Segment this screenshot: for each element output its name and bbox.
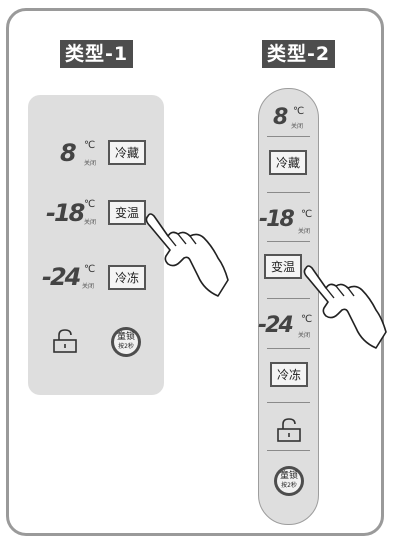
type1-freezer-off-label: 关闭 [82, 283, 95, 290]
type2-divider [267, 241, 310, 242]
type2-variable-temp-unit: ℃ [301, 209, 313, 220]
type1-freezer-button[interactable]: 冷冻 [108, 265, 146, 290]
type1-freezer-temp-unit: ℃ [84, 264, 96, 275]
type1-fridge-off-label: 关闭 [84, 160, 97, 167]
type2-divider [267, 450, 310, 451]
type2-child-lock-label: 童锁 [279, 471, 298, 481]
type2-freezer-button[interactable]: 冷冻 [270, 362, 308, 387]
type2-variable-off-label: 关闭 [298, 228, 311, 235]
type2-divider [267, 348, 310, 349]
type1-fridge-temp-display: 8 [60, 139, 77, 167]
type2-freezer-off-label: 关闭 [298, 332, 311, 339]
type2-freezer-button-label: 冷冻 [276, 368, 301, 382]
type2-fridge-temp-display: 8 [273, 105, 289, 130]
type2-variable-button-label: 变温 [270, 260, 295, 274]
type2-freezer-temp-unit: ℃ [301, 314, 313, 325]
type1-variable-off-label: 关闭 [84, 219, 97, 226]
type1-child-lock-button[interactable]: 童锁 按2秒 [111, 327, 141, 357]
type2-padlock-icon [277, 418, 301, 442]
type1-child-lock-hint: 按2秒 [118, 343, 134, 350]
type2-fridge-button-label: 冷藏 [275, 156, 300, 170]
type2-child-lock-hint: 按2秒 [281, 482, 297, 489]
type2-divider [267, 298, 310, 299]
type1-fridge-temp-unit: ℃ [84, 140, 96, 151]
type1-variable-temp-unit: ℃ [84, 199, 96, 210]
type2-fridge-temp-unit: ℃ [293, 106, 305, 117]
type1-freezer-temp-display: -24 [42, 263, 81, 291]
type2-divider [267, 192, 310, 193]
type1-child-lock-label: 童锁 [116, 332, 135, 342]
type2-freezer-temp-display: -24 [258, 313, 294, 338]
type2-title: 类型-2 [262, 40, 336, 68]
type1-title: 类型-1 [60, 40, 134, 68]
type1-variable-temp-display: -18 [46, 199, 85, 227]
type1-fridge-button-label: 冷藏 [114, 146, 139, 160]
type1-fridge-button[interactable]: 冷藏 [108, 140, 146, 165]
type1-freezer-button-label: 冷冻 [114, 271, 139, 285]
type2-pointing-hand-icon [303, 265, 387, 349]
type2-child-lock-button[interactable]: 童锁 按2秒 [274, 466, 304, 496]
type2-divider [267, 402, 310, 403]
type1-padlock-icon [53, 329, 77, 353]
type1-variable-button[interactable]: 变温 [108, 200, 146, 225]
type2-divider [267, 136, 310, 137]
type2-fridge-button[interactable]: 冷藏 [269, 150, 307, 175]
type2-variable-button[interactable]: 变温 [264, 254, 302, 279]
type1-pointing-hand-icon [145, 213, 229, 297]
type2-fridge-off-label: 关闭 [291, 123, 304, 130]
type1-variable-button-label: 变温 [114, 206, 139, 220]
type2-variable-temp-display: -18 [259, 207, 295, 232]
